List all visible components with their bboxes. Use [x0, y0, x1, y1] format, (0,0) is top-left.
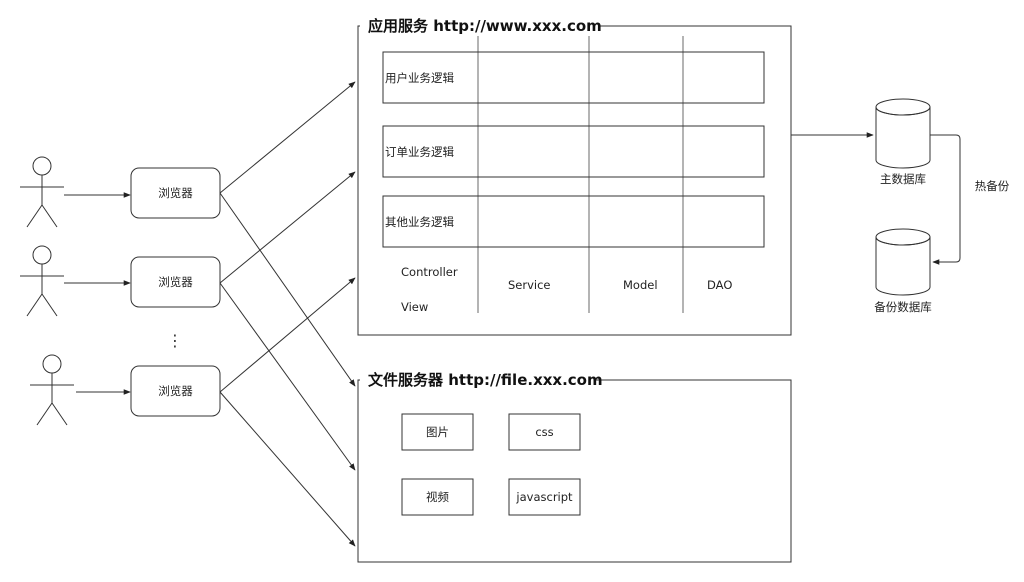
layer-service-label: Service: [508, 278, 551, 292]
user-actor-3: [30, 354, 74, 426]
backup-database-icon[interactable]: [875, 228, 931, 296]
layer-view-label: View: [401, 300, 428, 314]
file-item-label: css: [535, 425, 553, 439]
layer-model-label: Model: [623, 278, 658, 292]
browser-node-1[interactable]: 浏览器: [130, 167, 221, 219]
primary-database-label: 主数据库: [880, 172, 926, 186]
row-label: 其他业务逻辑: [385, 215, 454, 229]
app-service-container: 应用服务 http://www.xxx.com 用户业务逻辑 订单业务逻辑 其他…: [357, 17, 792, 336]
file-service-container: 文件服务器 http://file.xxx.com 图片 css 视频 java…: [357, 371, 792, 563]
user-actor-2: [20, 245, 64, 317]
app-service-title: 应用服务 http://www.xxx.com: [368, 17, 602, 35]
file-item-label: javascript: [515, 490, 573, 504]
browser-label: 浏览器: [158, 275, 193, 289]
app-row-user-logic[interactable]: 用户业务逻辑: [382, 51, 765, 104]
primary-database-icon[interactable]: [875, 98, 931, 169]
app-row-order-logic[interactable]: 订单业务逻辑: [382, 125, 765, 178]
file-item-css[interactable]: css: [508, 413, 581, 451]
file-item-label: 图片: [426, 425, 449, 439]
hot-backup-label: 热备份: [975, 179, 1010, 193]
app-row-other-logic[interactable]: 其他业务逻辑: [382, 195, 765, 248]
file-item-videos[interactable]: 视频: [401, 478, 474, 516]
layer-dao-label: DAO: [707, 278, 732, 292]
file-item-javascript[interactable]: javascript: [508, 478, 581, 516]
user-actor-1: [20, 156, 64, 228]
file-item-label: 视频: [426, 490, 449, 504]
browser-node-2[interactable]: 浏览器: [130, 256, 221, 308]
browser-label: 浏览器: [158, 186, 193, 200]
backup-database-label: 备份数据库: [874, 300, 932, 314]
file-item-images[interactable]: 图片: [401, 413, 474, 451]
hot-backup-arrow: [930, 134, 961, 265]
layer-controller-label: Controller: [401, 265, 458, 279]
row-label: 用户业务逻辑: [385, 71, 454, 85]
file-service-title: 文件服务器 http://file.xxx.com: [368, 371, 603, 389]
browser-label: 浏览器: [158, 384, 193, 398]
ellipsis-vertical: ⋮: [167, 331, 183, 350]
browser-node-3[interactable]: 浏览器: [130, 365, 221, 417]
row-label: 订单业务逻辑: [385, 145, 454, 159]
browser-to-service-arrows: [219, 81, 356, 547]
